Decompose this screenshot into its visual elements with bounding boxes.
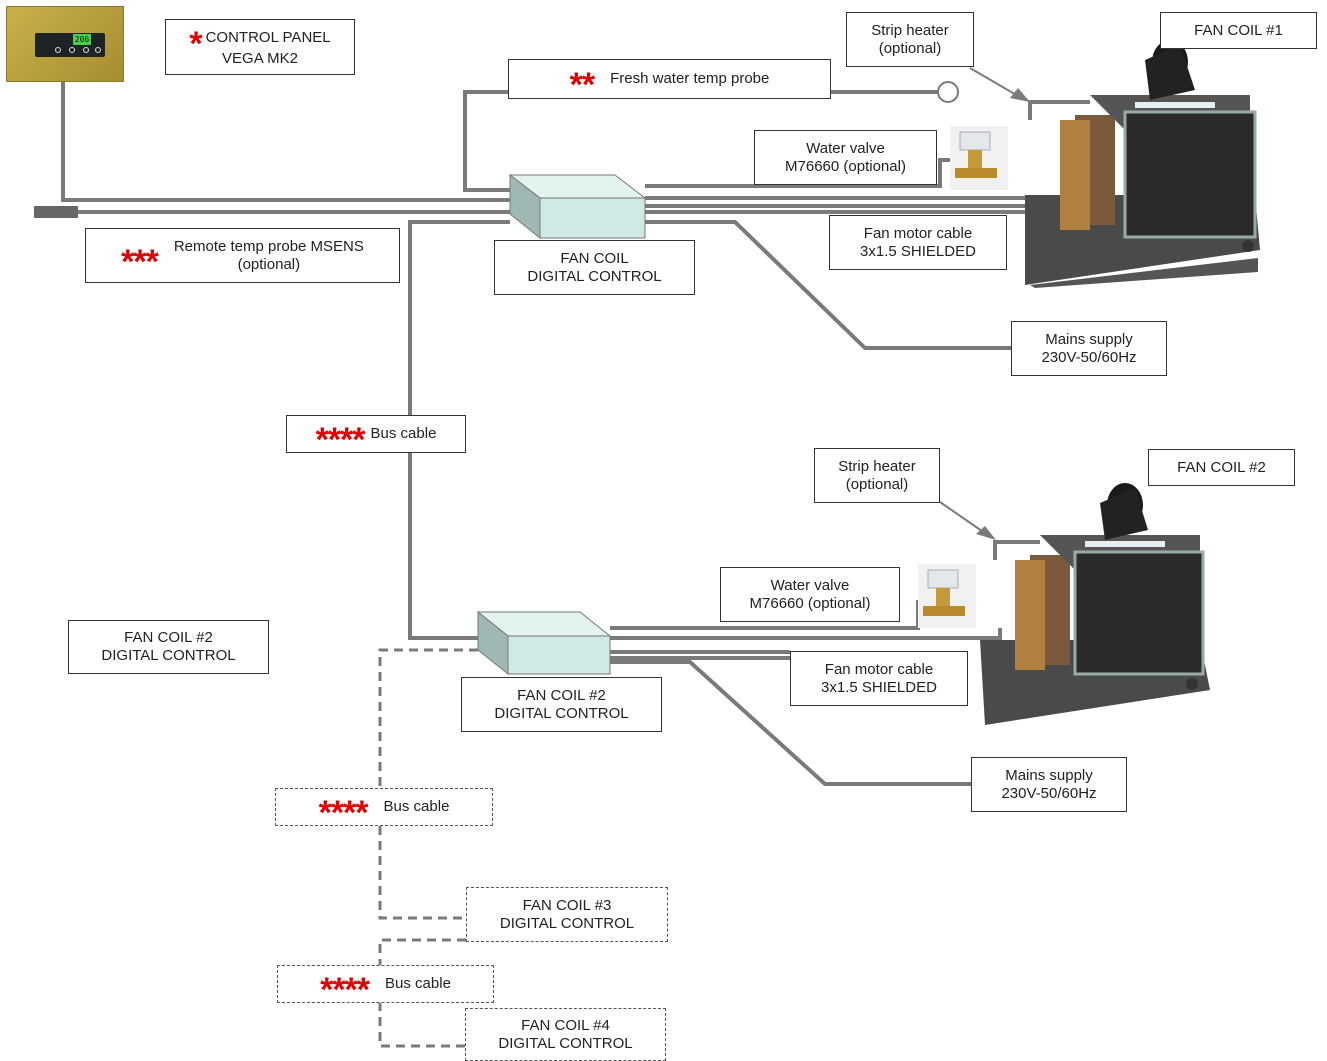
label-line: Mains supply <box>1005 766 1093 784</box>
fan-coil-2-label: FAN COIL #2 <box>1148 449 1295 486</box>
fan-coil-1-label: FAN COIL #1 <box>1160 12 1317 49</box>
panel-button-icon <box>55 47 61 53</box>
strip-heater-label-2: Strip heater(optional) <box>814 448 940 503</box>
label-line: Fan motor cable <box>824 660 934 678</box>
control-panel-label: *CONTROL PANEL VEGA MK2 <box>165 19 355 75</box>
star-marker: * <box>189 25 202 63</box>
star-marker: ** <box>569 66 595 104</box>
bus-dashed-4 <box>378 1002 466 1048</box>
label-line: Fan motor cable <box>863 224 973 242</box>
label-line: Strip heater <box>838 457 916 475</box>
label-line: DIGITAL CONTROL <box>499 914 635 932</box>
panel-button-icon <box>83 47 89 53</box>
label-line: Strip heater <box>871 21 949 39</box>
panel-button-icon <box>95 47 101 53</box>
strip-heater-wire-2 <box>993 540 1040 560</box>
strip-heater-arrowhead-2 <box>976 526 996 540</box>
star-marker: **** <box>318 794 369 832</box>
mains-cable-1 <box>645 220 1012 350</box>
label-line: (optional) <box>845 475 909 493</box>
label-line: Bus cable <box>370 425 437 442</box>
fresh-water-probe-ring <box>937 81 959 103</box>
label-line: FAN COIL #1 <box>1194 21 1283 39</box>
star-marker: **** <box>320 971 370 1009</box>
panel-button-icon <box>69 47 75 53</box>
label-line: FAN COIL #3 <box>522 896 612 914</box>
label-line: DIGITAL CONTROL <box>527 267 662 285</box>
label-line: FAN COIL <box>560 249 629 267</box>
label-line: FAN COIL #4 <box>521 1016 610 1034</box>
label-line: (optional) <box>237 255 301 273</box>
star-marker: **** <box>315 421 366 459</box>
label-line: Water valve <box>770 576 850 594</box>
water-valve-1 <box>950 126 1008 190</box>
label-line: 230V-50/60Hz <box>1001 784 1097 802</box>
label-line: FAN COIL #2 <box>1177 458 1266 476</box>
panel-display-value: 206 <box>73 34 91 45</box>
label-line: Fresh water temp probe <box>610 70 770 87</box>
label-line: 3x1.5 SHIELDED <box>821 678 937 696</box>
label-line: DIGITAL CONTROL <box>494 704 629 722</box>
fan-motor-cable-2a <box>610 628 1002 640</box>
remote-temp-probe-label: *** Remote temp probe MSENS (optional) <box>85 228 400 283</box>
fresh-water-probe-cable <box>463 90 510 192</box>
remote-temp-probe <box>34 206 78 218</box>
water-valve-2 <box>918 564 976 628</box>
bus-dashed-2 <box>378 648 478 790</box>
bus-dashed-3 <box>378 938 466 966</box>
label-line: 230V-50/60Hz <box>1041 348 1137 366</box>
fan-coil-unit-1 <box>1025 40 1260 288</box>
label-line: Mains supply <box>1045 330 1133 348</box>
label-line: (optional) <box>878 39 942 57</box>
label-line: DIGITAL CONTROL <box>498 1034 633 1052</box>
label-line: Water valve <box>806 139 885 157</box>
label-line: M76660 (optional) <box>749 594 871 612</box>
fan-coil-unit-2 <box>980 483 1210 725</box>
label-line: CONTROL PANEL <box>205 29 331 46</box>
label-line: VEGA MK2 <box>222 50 298 67</box>
mains-cable-2 <box>610 660 972 786</box>
bus-cable-label-2: **** Bus cable <box>275 788 493 832</box>
label-line: FAN COIL #2 <box>517 686 606 704</box>
star-marker: *** <box>121 242 159 281</box>
label-line: Bus cable <box>385 975 451 992</box>
water-valve-cable-1 <box>645 158 950 188</box>
label-line: 3x1.5 SHIELDED <box>860 242 976 260</box>
label-line: Remote temp probe MSENS <box>173 237 364 255</box>
panel-display: 206 <box>35 33 105 57</box>
label-line: Bus cable <box>383 798 450 815</box>
bus-cable-label-1: ****Bus cable <box>286 415 466 459</box>
bus-dashed-2b <box>378 826 466 920</box>
label-line: M76660 (optional) <box>785 157 906 175</box>
label-line: DIGITAL CONTROL <box>101 647 236 664</box>
control-panel-cable <box>61 82 510 202</box>
digital-control-box-1 <box>508 173 647 240</box>
fresh-water-probe-label: ** Fresh water temp probe <box>508 59 831 104</box>
digital-control-box-2 <box>476 610 612 676</box>
bus-cable-label-3: **** Bus cable <box>277 965 494 1009</box>
control-panel-image: 206 <box>6 6 124 82</box>
strip-heater-label-1: Strip heater(optional) <box>846 12 974 67</box>
strip-heater-arrowhead-1 <box>1010 88 1030 102</box>
label-line: FAN COIL #2 <box>124 629 213 646</box>
